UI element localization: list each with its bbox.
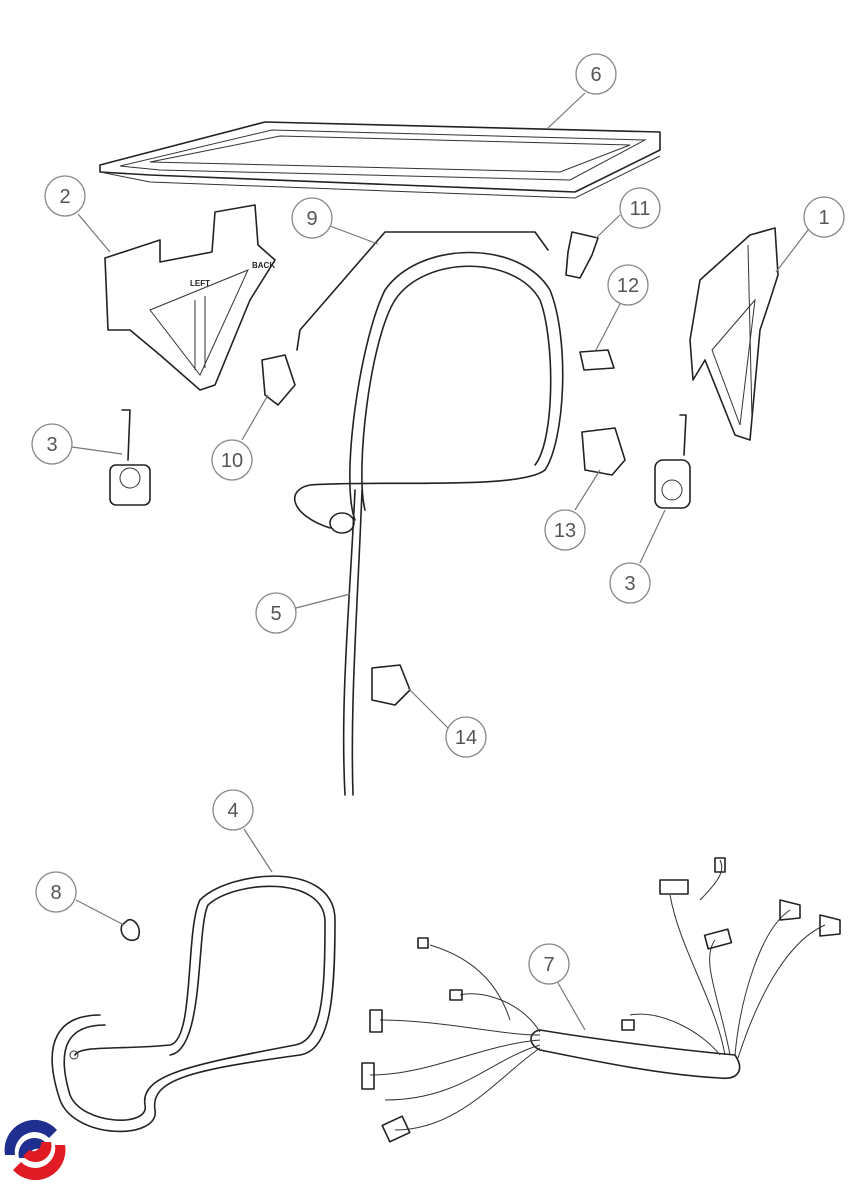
callout-3-right: 3 <box>609 562 651 604</box>
svg-text:9: 9 <box>306 208 317 230</box>
svg-text:8: 8 <box>50 882 61 904</box>
part-3-sensor-left <box>109 409 151 506</box>
part-6-frame <box>99 121 661 199</box>
svg-text:12: 12 <box>617 275 639 297</box>
part-11-connector <box>565 231 599 279</box>
part-9-rod <box>296 231 549 351</box>
svg-text:6: 6 <box>590 64 601 86</box>
part-10-clip <box>261 354 296 406</box>
callout-1: 1 <box>803 196 845 238</box>
part-4-hose <box>51 875 336 1133</box>
callout-14: 14 <box>445 716 487 758</box>
part-7-wire-harness <box>361 857 841 1143</box>
part-12-clip <box>579 349 615 371</box>
callout-5: 5 <box>255 592 297 634</box>
callout-3-left: 3 <box>31 423 73 465</box>
marking-back: BACK <box>252 261 275 270</box>
callout-9: 9 <box>291 197 333 239</box>
svg-text:3: 3 <box>624 573 635 595</box>
svg-text:4: 4 <box>227 800 238 822</box>
callout-13: 13 <box>544 509 586 551</box>
svg-text:3: 3 <box>46 434 57 456</box>
part-8-clamp <box>120 918 140 942</box>
callout-2: 2 <box>44 175 86 217</box>
svg-text:13: 13 <box>554 520 576 542</box>
part-13-housing <box>581 427 626 476</box>
part-14-housing <box>371 664 411 706</box>
callout-4: 4 <box>212 789 254 831</box>
svg-text:10: 10 <box>221 450 243 472</box>
leader-lines <box>71 92 809 1031</box>
callout-7: 7 <box>528 943 570 985</box>
svg-text:11: 11 <box>630 198 651 220</box>
svg-text:1: 1 <box>818 207 829 229</box>
svg-text:2: 2 <box>59 186 70 208</box>
part-5-hose <box>293 251 564 796</box>
callout-6: 6 <box>575 53 617 95</box>
marking-left: LEFT <box>190 279 210 288</box>
brand-logo <box>4 1119 66 1181</box>
svg-text:5: 5 <box>270 603 281 625</box>
svg-text:7: 7 <box>543 954 554 976</box>
callout-11: 11 <box>619 187 661 229</box>
part-1-right-bracket <box>689 227 779 441</box>
part-3-sensor-right <box>654 414 691 509</box>
callout-10: 10 <box>211 439 253 481</box>
part-2-left-bracket: LEFT BACK <box>104 204 276 391</box>
svg-text:14: 14 <box>455 727 477 749</box>
callout-8: 8 <box>35 871 77 913</box>
callout-12: 12 <box>607 264 649 306</box>
